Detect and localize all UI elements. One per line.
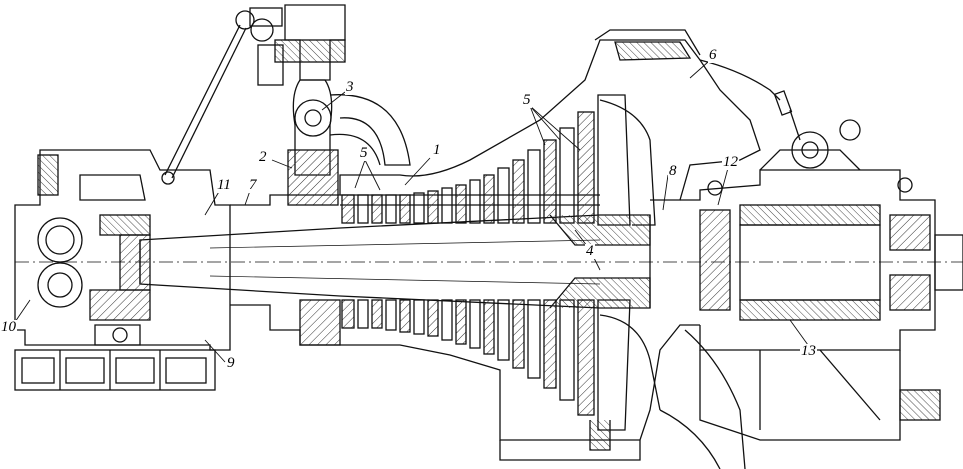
- callout-11: 11: [216, 177, 232, 193]
- callout-8: 8: [668, 163, 678, 179]
- rotor: [119, 214, 651, 309]
- lower-blading: [341, 299, 631, 431]
- callout-12: 12: [722, 154, 739, 170]
- lower-casing: [230, 299, 700, 461]
- callout-9: 9: [226, 355, 236, 371]
- callout-13: 13: [800, 343, 817, 359]
- callout-3: 3: [345, 79, 355, 95]
- callout-2: 2: [258, 149, 268, 165]
- callout-5-lp: 5: [522, 92, 532, 108]
- control-valve-block: [257, 4, 411, 206]
- front-bearing-pedestal: [14, 149, 231, 391]
- callout-5-hp: 5: [359, 145, 369, 161]
- callout-6: 6: [708, 47, 718, 63]
- governor-linkage: [161, 7, 283, 185]
- callout-1: 1: [432, 142, 442, 158]
- callout-leaders: [14, 61, 809, 363]
- rear-bearing-housing: [680, 90, 963, 441]
- callout-7: 7: [248, 177, 258, 193]
- callout-10: 10: [0, 319, 17, 335]
- callout-4: 4: [585, 243, 595, 259]
